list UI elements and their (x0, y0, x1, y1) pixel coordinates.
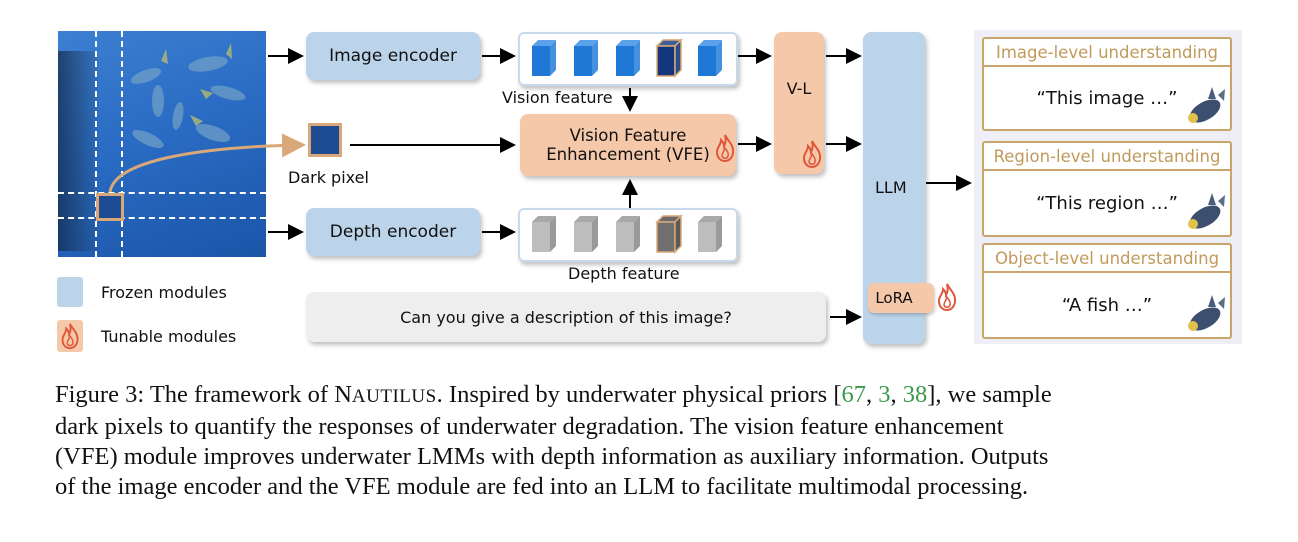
depth-encoder-module: Depth encoder (306, 208, 480, 256)
depth-encoder-label: Depth encoder (329, 222, 457, 242)
output-header: Object-level understanding (982, 243, 1232, 273)
legend-flame-icon (61, 323, 79, 350)
submarine-icon (1188, 295, 1225, 331)
vl-flame-icon (802, 140, 822, 169)
vfe-module: Vision Feature Enhancement (VFE) (520, 114, 736, 176)
vl-label: V-L (786, 78, 812, 98)
dark-pixel-swatch (308, 123, 342, 157)
caption-name-smallcaps: AUTILUS (351, 386, 437, 407)
dark-pixel-label: Dark pixel (288, 168, 369, 187)
vision-feature-tokens (532, 38, 722, 78)
llm-label: LLM (875, 178, 907, 197)
vision-feature-label: Vision feature (502, 88, 613, 107)
output-object-level: Object-level understanding “A fish …” (982, 243, 1232, 339)
caption-line-4: of the image encoder and the VFE module … (55, 473, 1029, 500)
text-prompt: Can you give a description of this image… (400, 307, 732, 327)
image-encoder-module: Image encoder (306, 32, 480, 80)
vision-token (532, 40, 556, 76)
output-text-value: “This image …” (1036, 87, 1178, 109)
output-text-value: “A fish …” (1061, 294, 1153, 316)
vfe-flame-icon (715, 134, 735, 163)
caption-line-2: dark pixels to quantify the responses of… (55, 413, 1004, 440)
output-header: Region-level understanding (982, 141, 1232, 171)
output-text: “A fish …” (982, 273, 1232, 339)
caption-line-3: (VFE) module improves underwater LMMs wi… (55, 443, 1049, 470)
vfe-label-line2: Enhancement (VFE) (546, 145, 710, 164)
caption-line-1: Figure 3: The framework of NAUTILUS. Ins… (55, 381, 1052, 408)
fish-school (130, 43, 246, 149)
caption-name-initial: N (334, 381, 352, 408)
submarine-icon (1188, 87, 1225, 123)
caption-part2: ], we sample (927, 381, 1052, 408)
lora-module: LoRA (868, 283, 934, 313)
vfe-label-line1: Vision Feature (569, 126, 687, 145)
grid-line-h1 (58, 192, 266, 194)
citation-link[interactable]: 38 (902, 381, 928, 408)
lora-flame-icon (937, 283, 957, 312)
output-text-value: “This region …” (1036, 192, 1178, 214)
submarine-icon (1188, 193, 1225, 229)
vision-feature-box (518, 32, 738, 86)
depth-feature-box (518, 208, 738, 262)
grid-line-v2 (121, 31, 123, 257)
depth-feature-label: Depth feature (568, 264, 680, 283)
caption-prefix: Figure 3: The framework of (55, 381, 335, 408)
dark-pixel-curve-arrow (108, 48, 972, 325)
depth-feature-tokens (532, 214, 722, 254)
selected-patch (96, 193, 124, 221)
citation-link[interactable]: 67 (841, 381, 866, 408)
legend-tunable-label: Tunable modules (101, 327, 237, 346)
output-region-level: Region-level understanding “This region … (982, 141, 1232, 237)
grid-line-v1 (95, 31, 97, 257)
output-text: “This image …” (982, 67, 1232, 131)
underwater-input-image (58, 31, 266, 257)
figure-caption: Figure 3: The framework of NAUTILUS. Ins… (55, 380, 1245, 502)
caption-part1: . Inspired by underwater physical priors… (436, 381, 842, 408)
grid-line-h2 (58, 217, 266, 219)
text-prompt-box: Can you give a description of this image… (306, 292, 826, 342)
output-image-level: Image-level understanding “This image …” (982, 37, 1232, 131)
citation-link[interactable]: 3 (878, 381, 891, 408)
lora-label: LoRA (875, 289, 913, 307)
legend-frozen-label: Frozen modules (101, 283, 227, 302)
legend-frozen-swatch (57, 277, 83, 307)
vl-projector-module: V-L (774, 32, 824, 174)
output-header: Image-level understanding (982, 37, 1232, 67)
output-text: “This region …” (982, 171, 1232, 237)
image-encoder-label: Image encoder (329, 46, 457, 66)
